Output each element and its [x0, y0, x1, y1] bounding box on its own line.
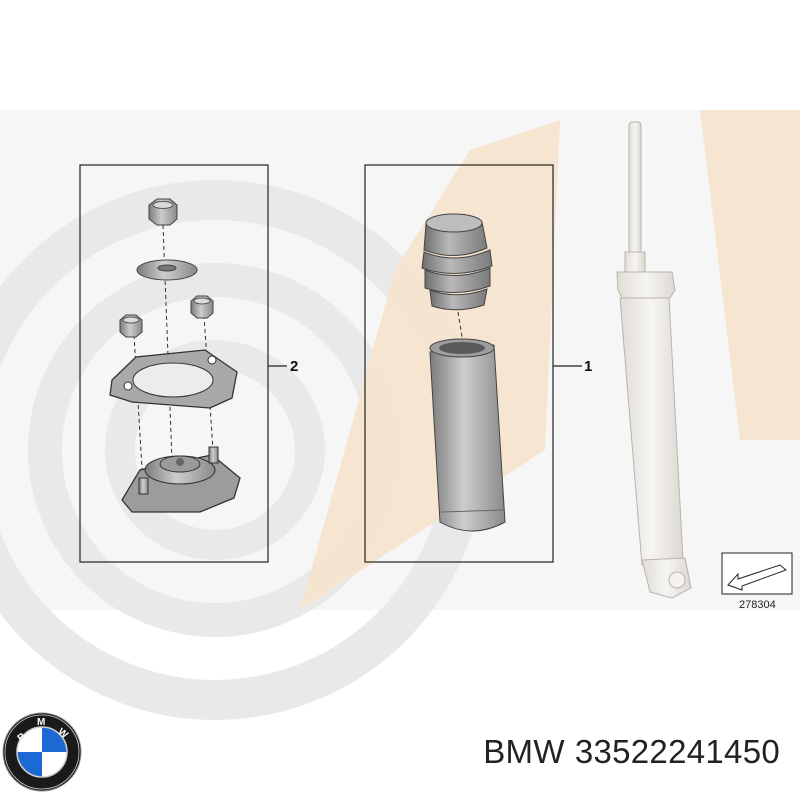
dust-boot [429, 338, 506, 532]
small-nut-left [119, 314, 143, 338]
callout-2: 2 [290, 358, 298, 375]
mount-kit-frame [79, 164, 269, 563]
reference-box: 278304 [721, 552, 793, 611]
mount-kit-group: 2 [79, 164, 298, 563]
top-nut [148, 198, 178, 226]
assembly-lines [133, 224, 214, 486]
small-nut-right [190, 295, 214, 319]
piston-rod [628, 121, 642, 263]
protection-kit-group: 1 [364, 164, 592, 563]
orientation-arrow-icon [727, 564, 787, 591]
watermark-peach-band-right [700, 110, 800, 440]
part-number: 33522241450 [574, 733, 780, 770]
bump-stop [421, 213, 493, 311]
bmw-logo-letter-m: M [37, 717, 45, 728]
watermark-arc-inner [105, 340, 325, 560]
shock-absorber [616, 121, 692, 599]
reference-number: 278304 [739, 599, 776, 611]
washer [136, 259, 198, 281]
watermark [0, 110, 800, 720]
gasket [109, 349, 238, 409]
callout-1: 1 [584, 358, 592, 375]
strut-mount [121, 446, 241, 513]
brand-name: BMW [483, 733, 565, 770]
bmw-logo: B M W [2, 712, 82, 792]
protection-kit-frame [364, 164, 554, 563]
